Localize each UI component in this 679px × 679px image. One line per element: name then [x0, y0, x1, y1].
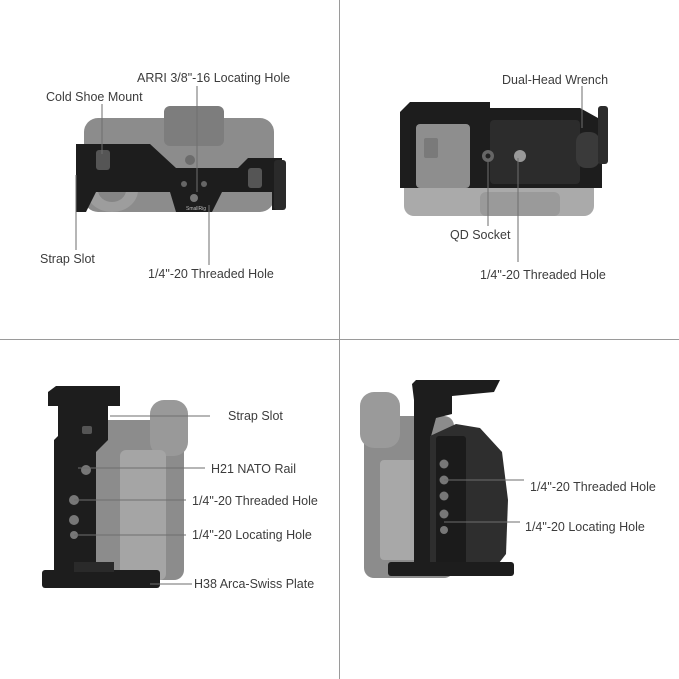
cage-top-view-illustration: SmallRig: [75, 86, 286, 265]
label-cold-shoe-mount: Cold Shoe Mount: [46, 90, 143, 104]
label-arri-locating-hole: ARRI 3/8"-16 Locating Hole: [137, 71, 291, 85]
label-threaded-hole: 1/4"-20 Threaded Hole: [480, 268, 606, 282]
label-threaded-hole: 1/4"-20 Threaded Hole: [148, 267, 274, 281]
label-qd-socket: QD Socket: [450, 228, 511, 242]
panel-bottom-view: Dual-Head Wrench QD Socket 1/4"-20 Threa…: [340, 0, 679, 339]
label-locating-hole: 1/4"-20 Locating Hole: [192, 528, 312, 542]
brand-logo: SmallRig: [186, 206, 206, 212]
label-dual-head-wrench: Dual-Head Wrench: [502, 73, 609, 87]
cage-right-side-illustration: [360, 380, 524, 578]
label-strap-slot: Strap Slot: [228, 409, 283, 423]
horizontal-divider: [0, 339, 679, 340]
panel-right-side-view: 1/4"-20 Threaded Hole 1/4"-20 Locating H…: [340, 340, 679, 679]
label-strap-slot: Strap Slot: [40, 252, 95, 266]
panel-top-view: SmallRig ARRI 3/8"-16 Locating Hole Cold…: [0, 0, 339, 339]
label-threaded-hole: 1/4"-20 Threaded Hole: [530, 480, 656, 494]
label-threaded-hole: 1/4"-20 Threaded Hole: [192, 494, 318, 508]
cage-left-side-illustration: [42, 386, 210, 588]
label-locating-hole: 1/4"-20 Locating Hole: [525, 520, 645, 534]
label-arca-swiss-plate: H38 Arca-Swiss Plate: [194, 577, 315, 591]
label-nato-rail: H21 NATO Rail: [211, 462, 296, 476]
cage-bottom-view-illustration: [400, 86, 608, 262]
panel-left-side-view: Strap Slot H21 NATO Rail 1/4"-20 Threade…: [0, 340, 339, 679]
